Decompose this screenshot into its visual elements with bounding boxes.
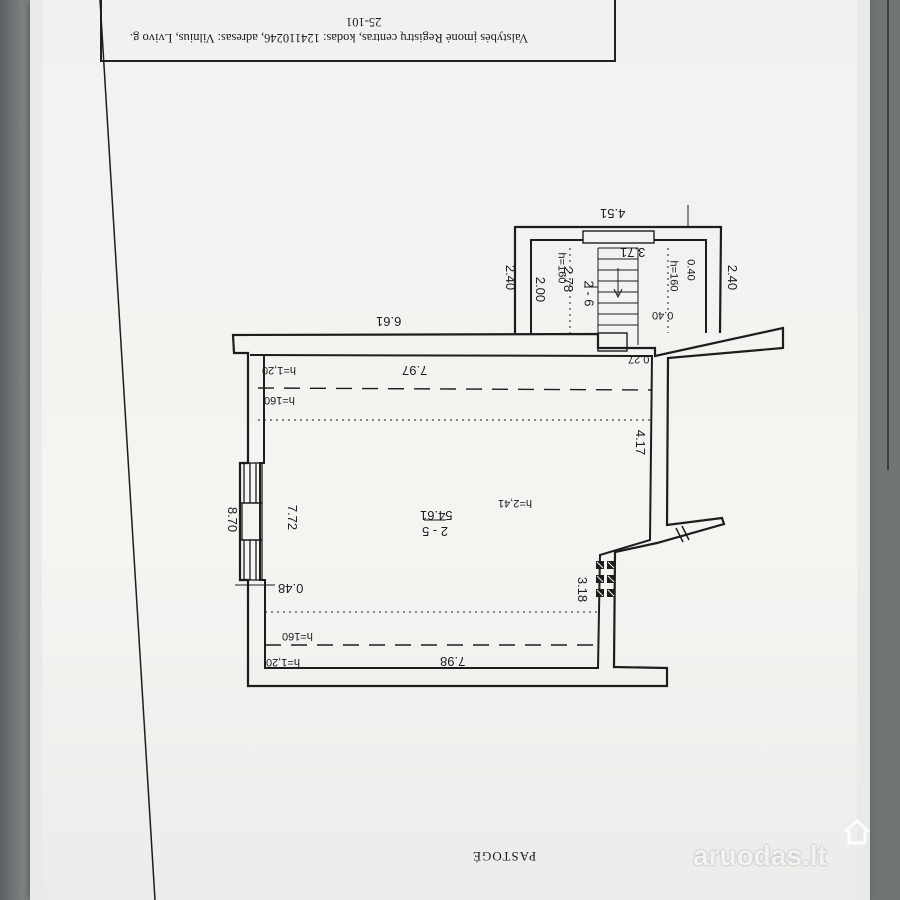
dim-left-outer: 8.70 <box>225 506 241 533</box>
stair-landing <box>597 332 628 352</box>
dim-bottom-798: 7.98 <box>440 654 466 669</box>
dim-small-027: 0.27 <box>628 353 650 365</box>
dim-right-417: 4.17 <box>633 429 649 456</box>
guide-top-dashed <box>257 387 653 391</box>
house-icon <box>843 818 871 845</box>
wing-outer-wall <box>513 225 723 334</box>
dim-stair-length: 3.71 <box>620 245 646 260</box>
dim-wing-040-horizontal: 0.40 <box>652 309 674 321</box>
dim-bottom-h120: h=1,20 <box>266 656 300 668</box>
main-room-height: h=2,41 <box>498 497 532 509</box>
dim-roof-top: 6.61 <box>376 314 402 329</box>
header-box <box>100 0 616 62</box>
dim-inner-top: 7.97 <box>402 363 428 378</box>
main-room-id: 2 - 5 <box>422 524 449 539</box>
dim-top-h120: h=1,20 <box>262 364 296 376</box>
dim-left-inner: 7.72 <box>285 504 301 531</box>
dim-offset-048: 0.48 <box>278 581 304 596</box>
wing-inner-wall <box>530 239 707 333</box>
stair-room-area: 2.78 <box>561 266 577 293</box>
dim-top-h160: h=160 <box>264 394 295 406</box>
wing-opening <box>582 230 655 244</box>
dim-top-right-width: 4.51 <box>600 206 626 221</box>
dim-left-wing-outer: 2.40 <box>503 264 519 291</box>
footer-label: PASTOGĖ <box>472 849 537 864</box>
document-sheet <box>42 0 857 900</box>
dim-bottom-h160: h=160 <box>282 630 313 642</box>
dim-right-wing-outer: 2.40 <box>725 264 741 291</box>
dim-right-318: 3.18 <box>575 576 591 603</box>
stair-steps <box>597 247 639 345</box>
left-windows <box>239 462 263 581</box>
stair-room-id: 2 - 6 <box>581 280 597 307</box>
cross-mark-2 <box>681 525 690 541</box>
main-room-area: 54.61 <box>420 508 453 523</box>
stair-arrow-head <box>613 288 623 299</box>
dim-wing-040-vertical: 0.40 <box>684 259 697 281</box>
dim-stair-left: 2.00 <box>533 276 549 303</box>
frame-left-line <box>99 0 156 900</box>
watermark-text: aruodas.lt <box>693 840 827 871</box>
dim-wing-h-right: h=160 <box>667 260 680 292</box>
cross-mark-1 <box>675 527 684 543</box>
